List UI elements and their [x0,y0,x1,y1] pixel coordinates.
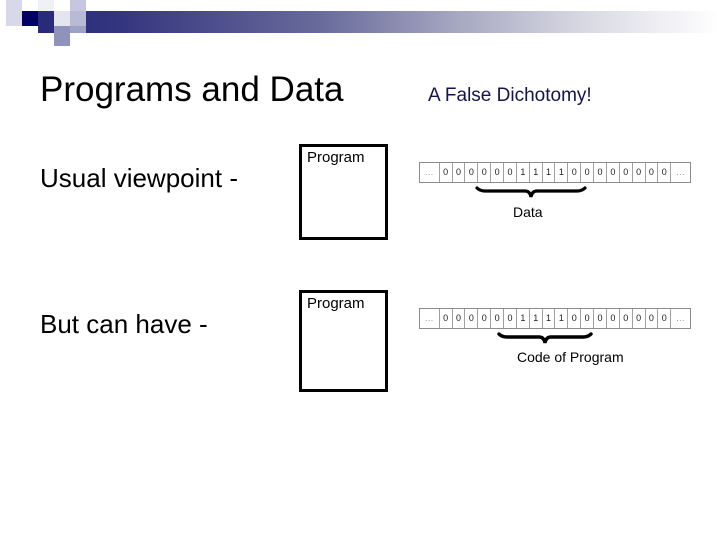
header-gradient-bar [38,11,720,33]
bit-cell: 1 [555,309,569,328]
page-subtitle: A False Dichotomy! [428,85,592,106]
bit-cell: 0 [440,309,453,328]
bit-cell: 0 [620,163,633,182]
bit-cell: 0 [594,309,607,328]
bit-cell: 0 [478,309,492,328]
bit-cell: 0 [633,163,646,182]
bit-cell: 0 [491,309,505,328]
program-box-label-row-2: Program [307,295,365,312]
bit-cell: 0 [504,163,517,182]
bit-cell: 0 [440,163,453,182]
bit-cell: 1 [530,163,543,182]
square-mid-c [70,11,86,26]
annotation-code-of-program: Code of Program [517,349,624,365]
square-light-a [70,0,86,11]
bit-cell: 0 [465,309,479,328]
brace-icon-row-2 [497,332,593,344]
bit-cell: 1 [530,309,543,328]
row-label-usual-viewpoint: Usual viewpoint - [40,163,238,193]
program-box-label-row-1: Program [307,149,365,166]
bit-cell: 0 [620,309,633,328]
program-box-row-2: Program [299,290,388,392]
bit-cell: 1 [555,163,569,182]
bit-cell: 0 [465,163,479,182]
square-mid-f [54,33,70,46]
bit-cell: 0 [658,163,672,182]
bit-cell: 0 [478,163,492,182]
annotation-data: Data [513,204,543,220]
row-label-but-can-have: But can have - [40,309,208,339]
bit-cell: 0 [646,163,659,182]
bit-cell: 0 [607,163,620,182]
square-dark-navy [22,11,38,26]
bit-cell: 0 [607,309,620,328]
bit-cell: 0 [594,163,607,182]
bit-cell-ellipsis: … [675,167,686,177]
square-mid-e [70,26,86,33]
bit-cell: 1 [543,163,556,182]
square-mid-d [54,26,70,33]
brace-icon-row-1 [475,186,587,198]
bit-cell-ellipsis: … [420,309,440,328]
square-pale-left [6,0,22,26]
bit-cell-ellipsis: … [675,313,686,323]
page-title: Programs and Data [40,70,344,109]
bit-cell: 1 [543,309,556,328]
bit-cell: 1 [517,309,530,328]
square-light-b [54,11,70,26]
bit-cell: 0 [633,309,646,328]
bit-cell: 1 [517,163,530,182]
bit-cell: 0 [581,163,595,182]
bit-cell: 0 [646,309,659,328]
square-pale-top [38,0,54,11]
bit-cell: 0 [581,309,595,328]
bit-cell: 0 [568,309,582,328]
bit-cell: 0 [504,309,517,328]
bit-cell: 0 [658,309,672,328]
bit-cell: 0 [453,163,466,182]
program-box-row-1: Program [299,144,388,240]
bit-cell: 0 [491,163,505,182]
bit-cell-ellipsis: … [420,163,440,182]
bit-cell: 0 [568,163,582,182]
slide-header-band [0,0,720,46]
bit-cell: 0 [453,309,466,328]
